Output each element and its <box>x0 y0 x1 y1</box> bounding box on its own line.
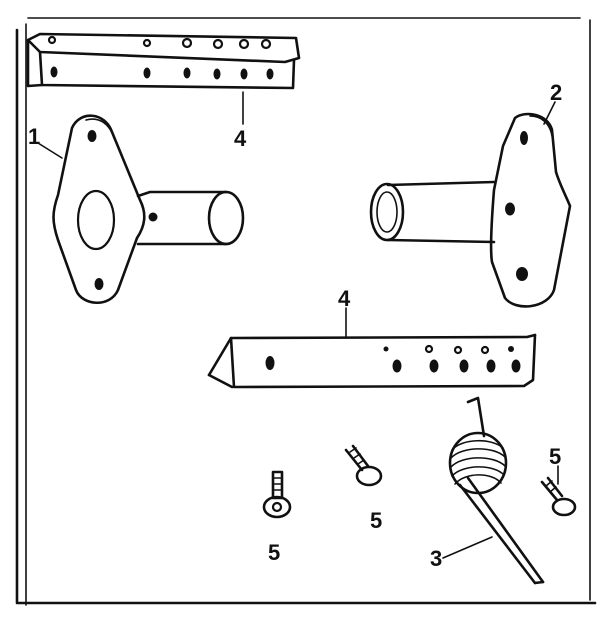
leader-lines <box>37 91 559 559</box>
angle-bar-top <box>26 32 301 90</box>
frame-border <box>15 17 597 606</box>
callout-part-5-right: 5 <box>549 444 561 469</box>
carriage-bolt-right <box>540 476 577 517</box>
pivot-bracket-left <box>52 114 245 304</box>
carriage-bolt-left <box>262 470 292 519</box>
callout-part-4-middle: 4 <box>338 286 351 311</box>
torsion-spring <box>448 396 545 585</box>
pivot-bracket-right <box>369 112 572 308</box>
callout-part-5-middle: 5 <box>370 508 382 533</box>
callout-part-4-top: 4 <box>234 126 247 151</box>
callout-part-1: 1 <box>28 124 40 149</box>
callout-part-5-left: 5 <box>268 540 280 565</box>
angle-bar-middle <box>207 333 537 389</box>
callout-part-3: 3 <box>430 546 442 571</box>
carriage-bolt-middle <box>344 444 383 487</box>
callout-part-2: 2 <box>550 80 562 105</box>
